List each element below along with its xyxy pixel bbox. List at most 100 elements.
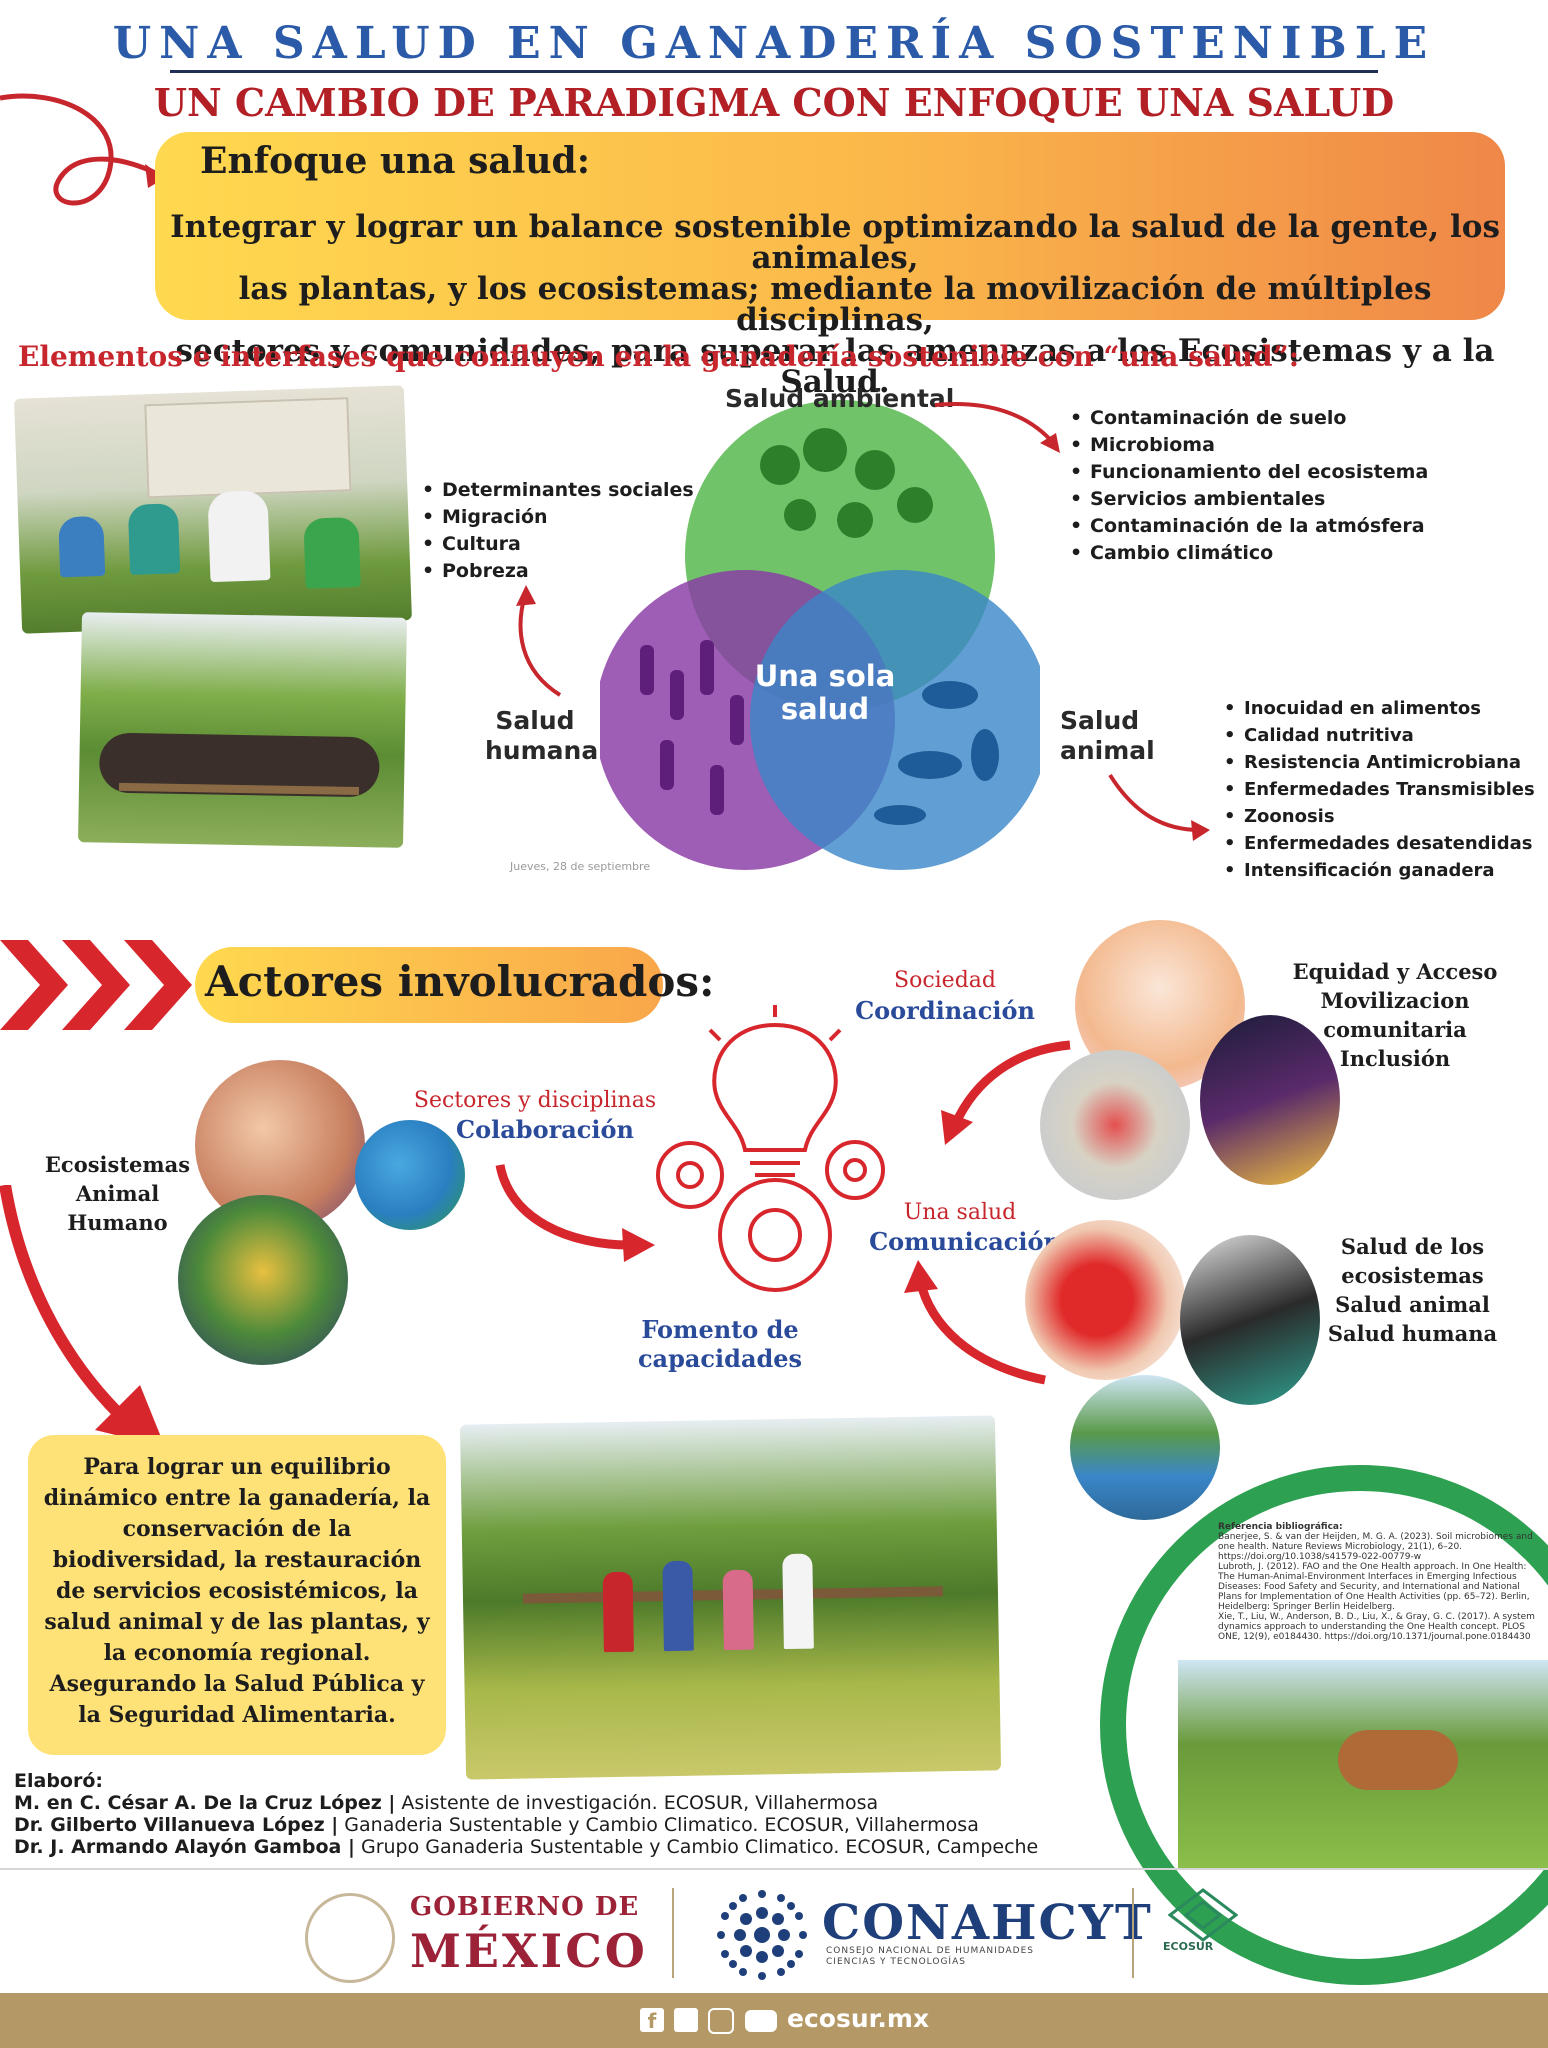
ecosistemas-line-1: Ecosistemas: [44, 1152, 191, 1177]
list-item: Cambio climático: [1068, 540, 1428, 567]
arrow-animal-icon: [1108, 773, 1210, 841]
summary-box: [28, 1435, 446, 1755]
conahcyt-dots-icon: [717, 1890, 807, 1980]
main-title: UNA SALUD EN GANADERÍA SOSTENIBLE: [112, 18, 1436, 69]
salud-ecosistemas-label: Salud de los ecosistemas Salud animal Sa…: [1280, 1232, 1545, 1348]
main-subtitle: UN CAMBIO DE PARADIGMA CON ENFOQUE UNA S…: [153, 80, 1395, 125]
salud-ambiental-label: Salud ambiental: [725, 384, 955, 413]
tree-icons: [760, 428, 933, 538]
ecosistemas-line-3: Humano: [67, 1210, 168, 1235]
sociedad-label: Sociedad: [894, 968, 996, 993]
sectores-label: Sectores y disciplinas: [413, 1088, 657, 1113]
una-salud-label: Una salud: [903, 1200, 1017, 1225]
salud-eco-line-3: Salud humana: [1327, 1321, 1498, 1346]
city-night-photo: [1200, 1015, 1340, 1185]
title-divider: [170, 70, 1378, 73]
list-item: Determinantes sociales: [420, 477, 694, 504]
enfoque-description: Integrar y lograr un balance sostenible …: [170, 212, 1500, 398]
enfoque-line-1: Integrar y lograr un balance sostenible …: [170, 209, 1500, 276]
credits-label: Elaboró:: [14, 1770, 103, 1792]
arrow-to-gears-left-icon: [495, 1164, 655, 1262]
list-item: Pobreza: [420, 558, 694, 585]
colaboracion-label: Colaboración: [456, 1115, 634, 1144]
ecosistemas-line-2: Animal: [75, 1181, 160, 1206]
equidad-line-1: Equidad y Acceso: [1292, 959, 1498, 984]
animal-list: Inocuidad en alimentos Calidad nutritiva…: [1222, 695, 1535, 884]
comunicacion-label: Comunicación: [869, 1227, 1061, 1256]
salud-humana-label: Salud humana: [485, 706, 599, 766]
credits: Elaboró: M. en C. César A. De la Cruz Ló…: [14, 1770, 1038, 1858]
one-health-venn-diagram: [600, 400, 1040, 870]
ecosur-logo-text: ECOSUR: [1163, 1940, 1214, 1953]
equidad-line-2: Movilizacion comunitaria: [1320, 988, 1470, 1042]
venn-center-line-2: salud: [780, 692, 870, 726]
author-name: Dr. Gilberto Villanueva López |: [14, 1814, 339, 1836]
reference-item: Xie, T., Liu, W., Anderson, B. D., Liu, …: [1218, 1612, 1535, 1642]
facebook-icon[interactable]: f: [640, 2008, 664, 2033]
instagram-icon[interactable]: [708, 2008, 734, 2034]
conahcyt-subtitle: CONSEJO NACIONAL DE HUMANIDADES CIENCIAS…: [826, 1946, 1035, 1967]
gears-lightbulb-icon: [656, 1005, 885, 1292]
venn-date-caption: Jueves, 28 de septiembre: [510, 860, 651, 873]
ambiental-list: Contaminación de suelo Microbioma Funcio…: [1068, 405, 1428, 567]
list-item: Funcionamiento del ecosistema: [1068, 459, 1428, 486]
list-item: Cultura: [420, 531, 694, 558]
arrow-to-gears-right-icon: [904, 1260, 1046, 1385]
youtube-icon[interactable]: [745, 2010, 777, 2032]
cow-pasture-photo: [1178, 1660, 1548, 1870]
reference-item: Lubroth, J. (2012). FAO and the One Heal…: [1218, 1562, 1530, 1612]
author-role: Grupo Ganaderia Sustentable y Cambio Cli…: [354, 1836, 1039, 1858]
animal-art-photo: [178, 1195, 348, 1365]
author-role: Asistente de investigación. ECOSUR, Vill…: [395, 1792, 879, 1814]
salud-animal-line-1: Salud: [1060, 706, 1140, 735]
meeting-photo: [14, 385, 412, 634]
ecosistemas-label: Ecosistemas Animal Humano: [40, 1150, 195, 1237]
list-item: Migración: [420, 504, 694, 531]
conahcyt-logo-text: CONAHCYT: [822, 1895, 1153, 1951]
elementos-title: Elementos e interfases que confluyen en …: [18, 340, 1300, 373]
salud-animal-label: Salud animal: [1060, 706, 1155, 766]
pond-ecosystem-photo: [1070, 1375, 1220, 1520]
humana-list: Determinantes sociales Migración Cultura…: [420, 477, 694, 585]
globe-hands-icon: [355, 1120, 465, 1230]
list-item: Zoonosis: [1222, 803, 1535, 830]
salud-eco-line-2: Salud animal: [1335, 1292, 1490, 1317]
curl-arrow-icon: [0, 93, 167, 206]
footer-divider: [0, 1868, 1548, 1870]
arrow-ambiental-icon: [934, 402, 1060, 453]
venn-center-label: Una sola salud: [745, 660, 905, 726]
field-visit-photo: [459, 1415, 1002, 1780]
arrow-humana-icon: [516, 585, 562, 697]
list-item: Enfermedades Transmisibles: [1222, 776, 1535, 803]
enfoque-line-3: sectores y comunidades, para superar las…: [175, 333, 1495, 400]
author-role: Ganaderia Sustentable y Cambio Climatico…: [338, 1814, 979, 1836]
gobierno-logo-line2: MÉXICO: [410, 1924, 648, 1978]
vet-cow-photo: [1180, 1235, 1320, 1405]
list-item: Intensificación ganadera: [1222, 857, 1535, 884]
ecosur-logo-icon: [1168, 1888, 1238, 1942]
enfoque-title: Enfoque una salud:: [200, 140, 591, 182]
summary-text: Para lograr un equilibrio dinámico entre…: [43, 1454, 431, 1728]
animal-icons: [874, 681, 999, 825]
list-item: Enfermedades desatendidas: [1222, 830, 1535, 857]
list-item: Servicios ambientales: [1068, 486, 1428, 513]
equidad-label: Equidad y Acceso Movilizacion comunitari…: [1255, 957, 1535, 1073]
venn-center-line-1: Una sola: [754, 659, 896, 693]
list-item: Microbioma: [1068, 432, 1428, 459]
heart-hands-photo: [1025, 1220, 1185, 1380]
list-item: Contaminación de la atmósfera: [1068, 513, 1428, 540]
gobierno-logo-line1: GOBIERNO DE: [410, 1892, 640, 1922]
twitter-icon[interactable]: [674, 2008, 698, 2032]
equidad-line-3: Inclusión: [1339, 1046, 1451, 1071]
references: Referencia bibliográfica: Banerjee, S. &…: [1218, 1522, 1536, 1642]
author-name: M. en C. César A. De la Cruz López |: [14, 1792, 396, 1814]
salud-humana-line-2: humana: [485, 736, 599, 765]
arrow-down-left-icon: [0, 1185, 165, 1447]
fomento-label: Fomento de capacidades: [637, 1315, 803, 1373]
arrow-to-gears-top-icon: [941, 1040, 1071, 1145]
enfoque-line-2: las plantas, y los ecosistemas; mediante…: [238, 271, 1432, 338]
list-item: Calidad nutritiva: [1222, 722, 1535, 749]
salud-humana-line-1: Salud: [495, 706, 575, 735]
mexico-seal-icon: [305, 1893, 395, 1983]
website-link[interactable]: ecosur.mx: [787, 2004, 930, 2033]
